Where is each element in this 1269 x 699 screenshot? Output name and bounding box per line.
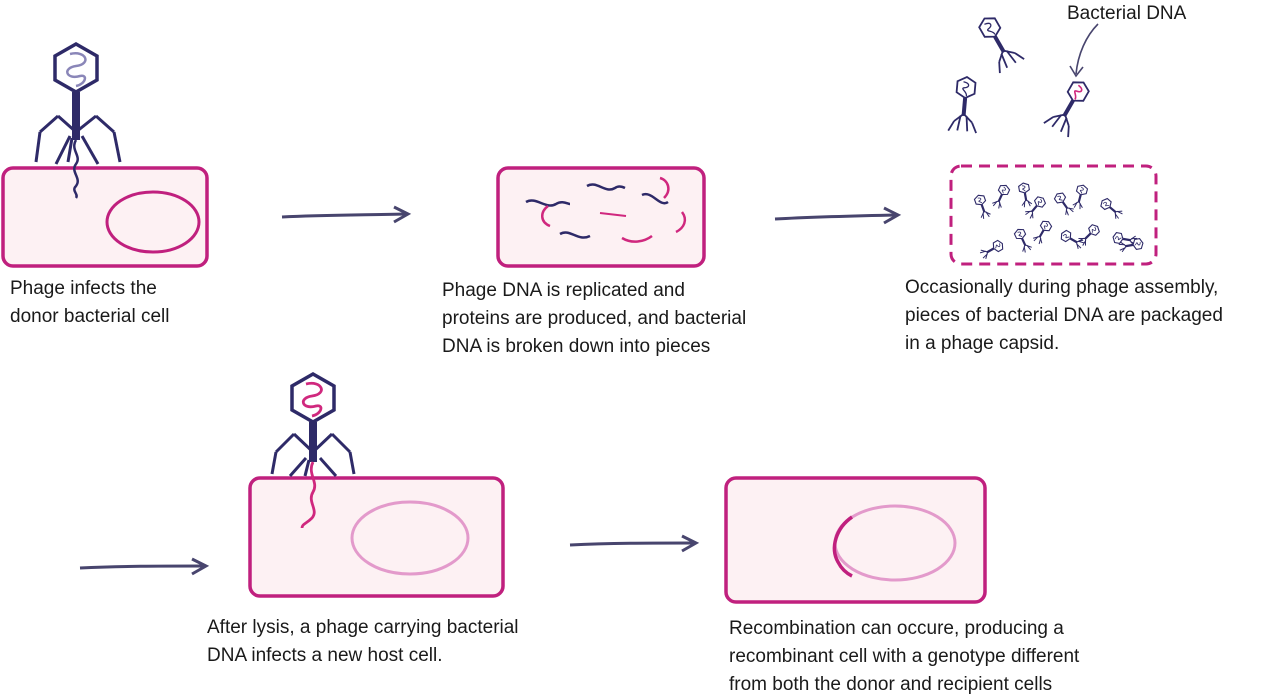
- bacterial-dna-pointer-arrow: [1069, 23, 1099, 78]
- injected-bacterial-dna: [300, 461, 317, 529]
- step4-transducing-phage: [270, 371, 356, 529]
- step5-nucleoid: [833, 504, 957, 582]
- caption-line: Phage DNA is replicated and: [442, 280, 685, 301]
- caption-line: DNA infects a new host cell.: [207, 645, 443, 666]
- step4-recipient-cell: [248, 476, 505, 598]
- caption-line: After lysis, a phage carrying bacterial: [207, 617, 519, 638]
- caption-step-2: Phage DNA is replicated and proteins are…: [442, 277, 746, 361]
- caption-step-1: Phage infects the donor bacterial cell: [10, 275, 169, 331]
- caption-step-4: After lysis, a phage carrying bacterial …: [207, 614, 519, 670]
- caption-line: from both the donor and recipient cells: [729, 674, 1053, 695]
- step5-recombinant-cell: [724, 476, 987, 604]
- arrow-step3-to-step4: [79, 557, 210, 576]
- step2-dna-fragments: [525, 176, 687, 243]
- caption-line: Phage infects the: [10, 278, 157, 299]
- packaged-bacterial-dna: [1073, 84, 1083, 100]
- arrow-step4-to-step5: [569, 534, 700, 553]
- caption-line: pieces of bacterial DNA are packaged: [905, 305, 1223, 326]
- step1-donor-cell: [1, 166, 209, 268]
- caption-step-5: Recombination can occure, producing a re…: [729, 615, 1079, 699]
- label-bacterial-dna: Bacterial DNA: [1067, 3, 1187, 24]
- step4-nucleoid: [350, 500, 470, 576]
- arrow-step2-to-step3: [774, 206, 902, 225]
- step1-phage: [34, 41, 122, 199]
- recombined-dna-segment: [832, 515, 854, 578]
- caption-line: DNA is broken down into pieces: [442, 336, 711, 357]
- arrow-step1-to-step2: [281, 205, 412, 224]
- caption-line: in a phage capsid.: [905, 333, 1060, 354]
- caption-line: Occasionally during phage assembly,: [905, 277, 1219, 298]
- step1-nucleoid: [105, 190, 201, 254]
- caption-step-3: Occasionally during phage assembly, piec…: [905, 274, 1223, 358]
- caption-line: Recombination can occure, producing a: [729, 618, 1064, 639]
- caption-line: donor bacterial cell: [10, 306, 170, 327]
- step3-free-phages: [946, 9, 1090, 138]
- caption-line: recombinant cell with a genotype differe…: [729, 646, 1080, 667]
- step2-cell: [496, 166, 706, 268]
- step3-lysing-cell: [949, 164, 1158, 266]
- caption-line: proteins are produced, and bacterial: [442, 308, 747, 329]
